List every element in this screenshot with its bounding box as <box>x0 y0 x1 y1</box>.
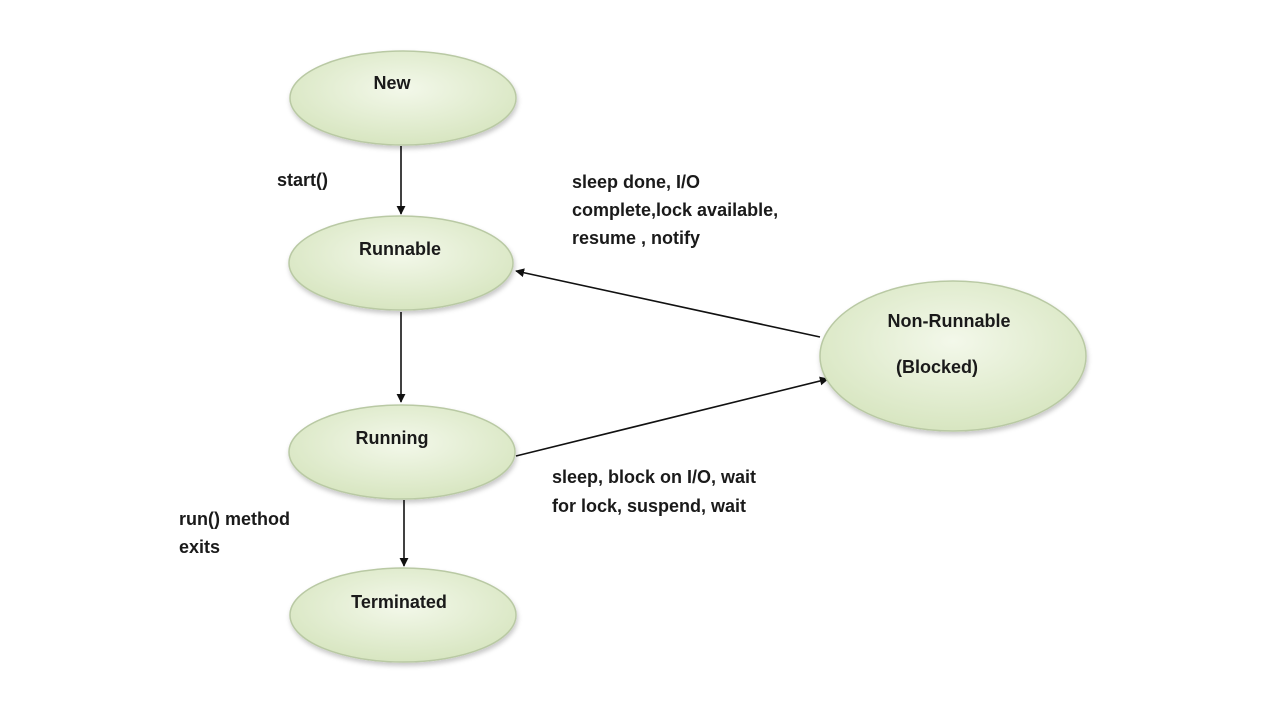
state-running-shape <box>288 404 516 500</box>
label-start: start() <box>277 170 328 190</box>
state-new-label: New <box>373 73 411 93</box>
label-block-line1: sleep, block on I/O, wait <box>552 467 756 487</box>
state-new: New <box>289 50 517 146</box>
state-running: Running <box>288 404 516 500</box>
label-unblock-line1: sleep done, I/O <box>572 172 700 192</box>
state-terminated-label: Terminated <box>351 592 447 612</box>
state-non-runnable: Non-Runnable (Blocked) <box>819 280 1087 432</box>
state-terminated-shape <box>289 567 517 663</box>
label-exit-line2: exits <box>179 537 220 557</box>
state-runnable-label: Runnable <box>359 239 441 259</box>
state-new-shape <box>289 50 517 146</box>
label-block-line2: for lock, suspend, wait <box>552 496 746 516</box>
state-non-runnable-shape <box>819 280 1087 432</box>
state-runnable-shape <box>288 215 514 311</box>
label-unblock-line2: complete,lock available, <box>572 200 778 220</box>
state-terminated: Terminated <box>289 567 517 663</box>
edge-non-runnable-to-runnable <box>515 268 821 338</box>
label-unblock-line3: resume , notify <box>572 228 700 248</box>
state-running-label: Running <box>356 428 429 448</box>
label-exit-line1: run() method <box>179 509 290 529</box>
edges <box>396 146 829 567</box>
state-non-runnable-label-line1: Non-Runnable <box>888 311 1011 331</box>
state-runnable: Runnable <box>288 215 514 311</box>
transition-labels: start() sleep done, I/O complete,lock av… <box>179 170 778 557</box>
edge-running-to-non-runnable <box>515 376 829 457</box>
state-non-runnable-label-line2: (Blocked) <box>896 357 978 377</box>
